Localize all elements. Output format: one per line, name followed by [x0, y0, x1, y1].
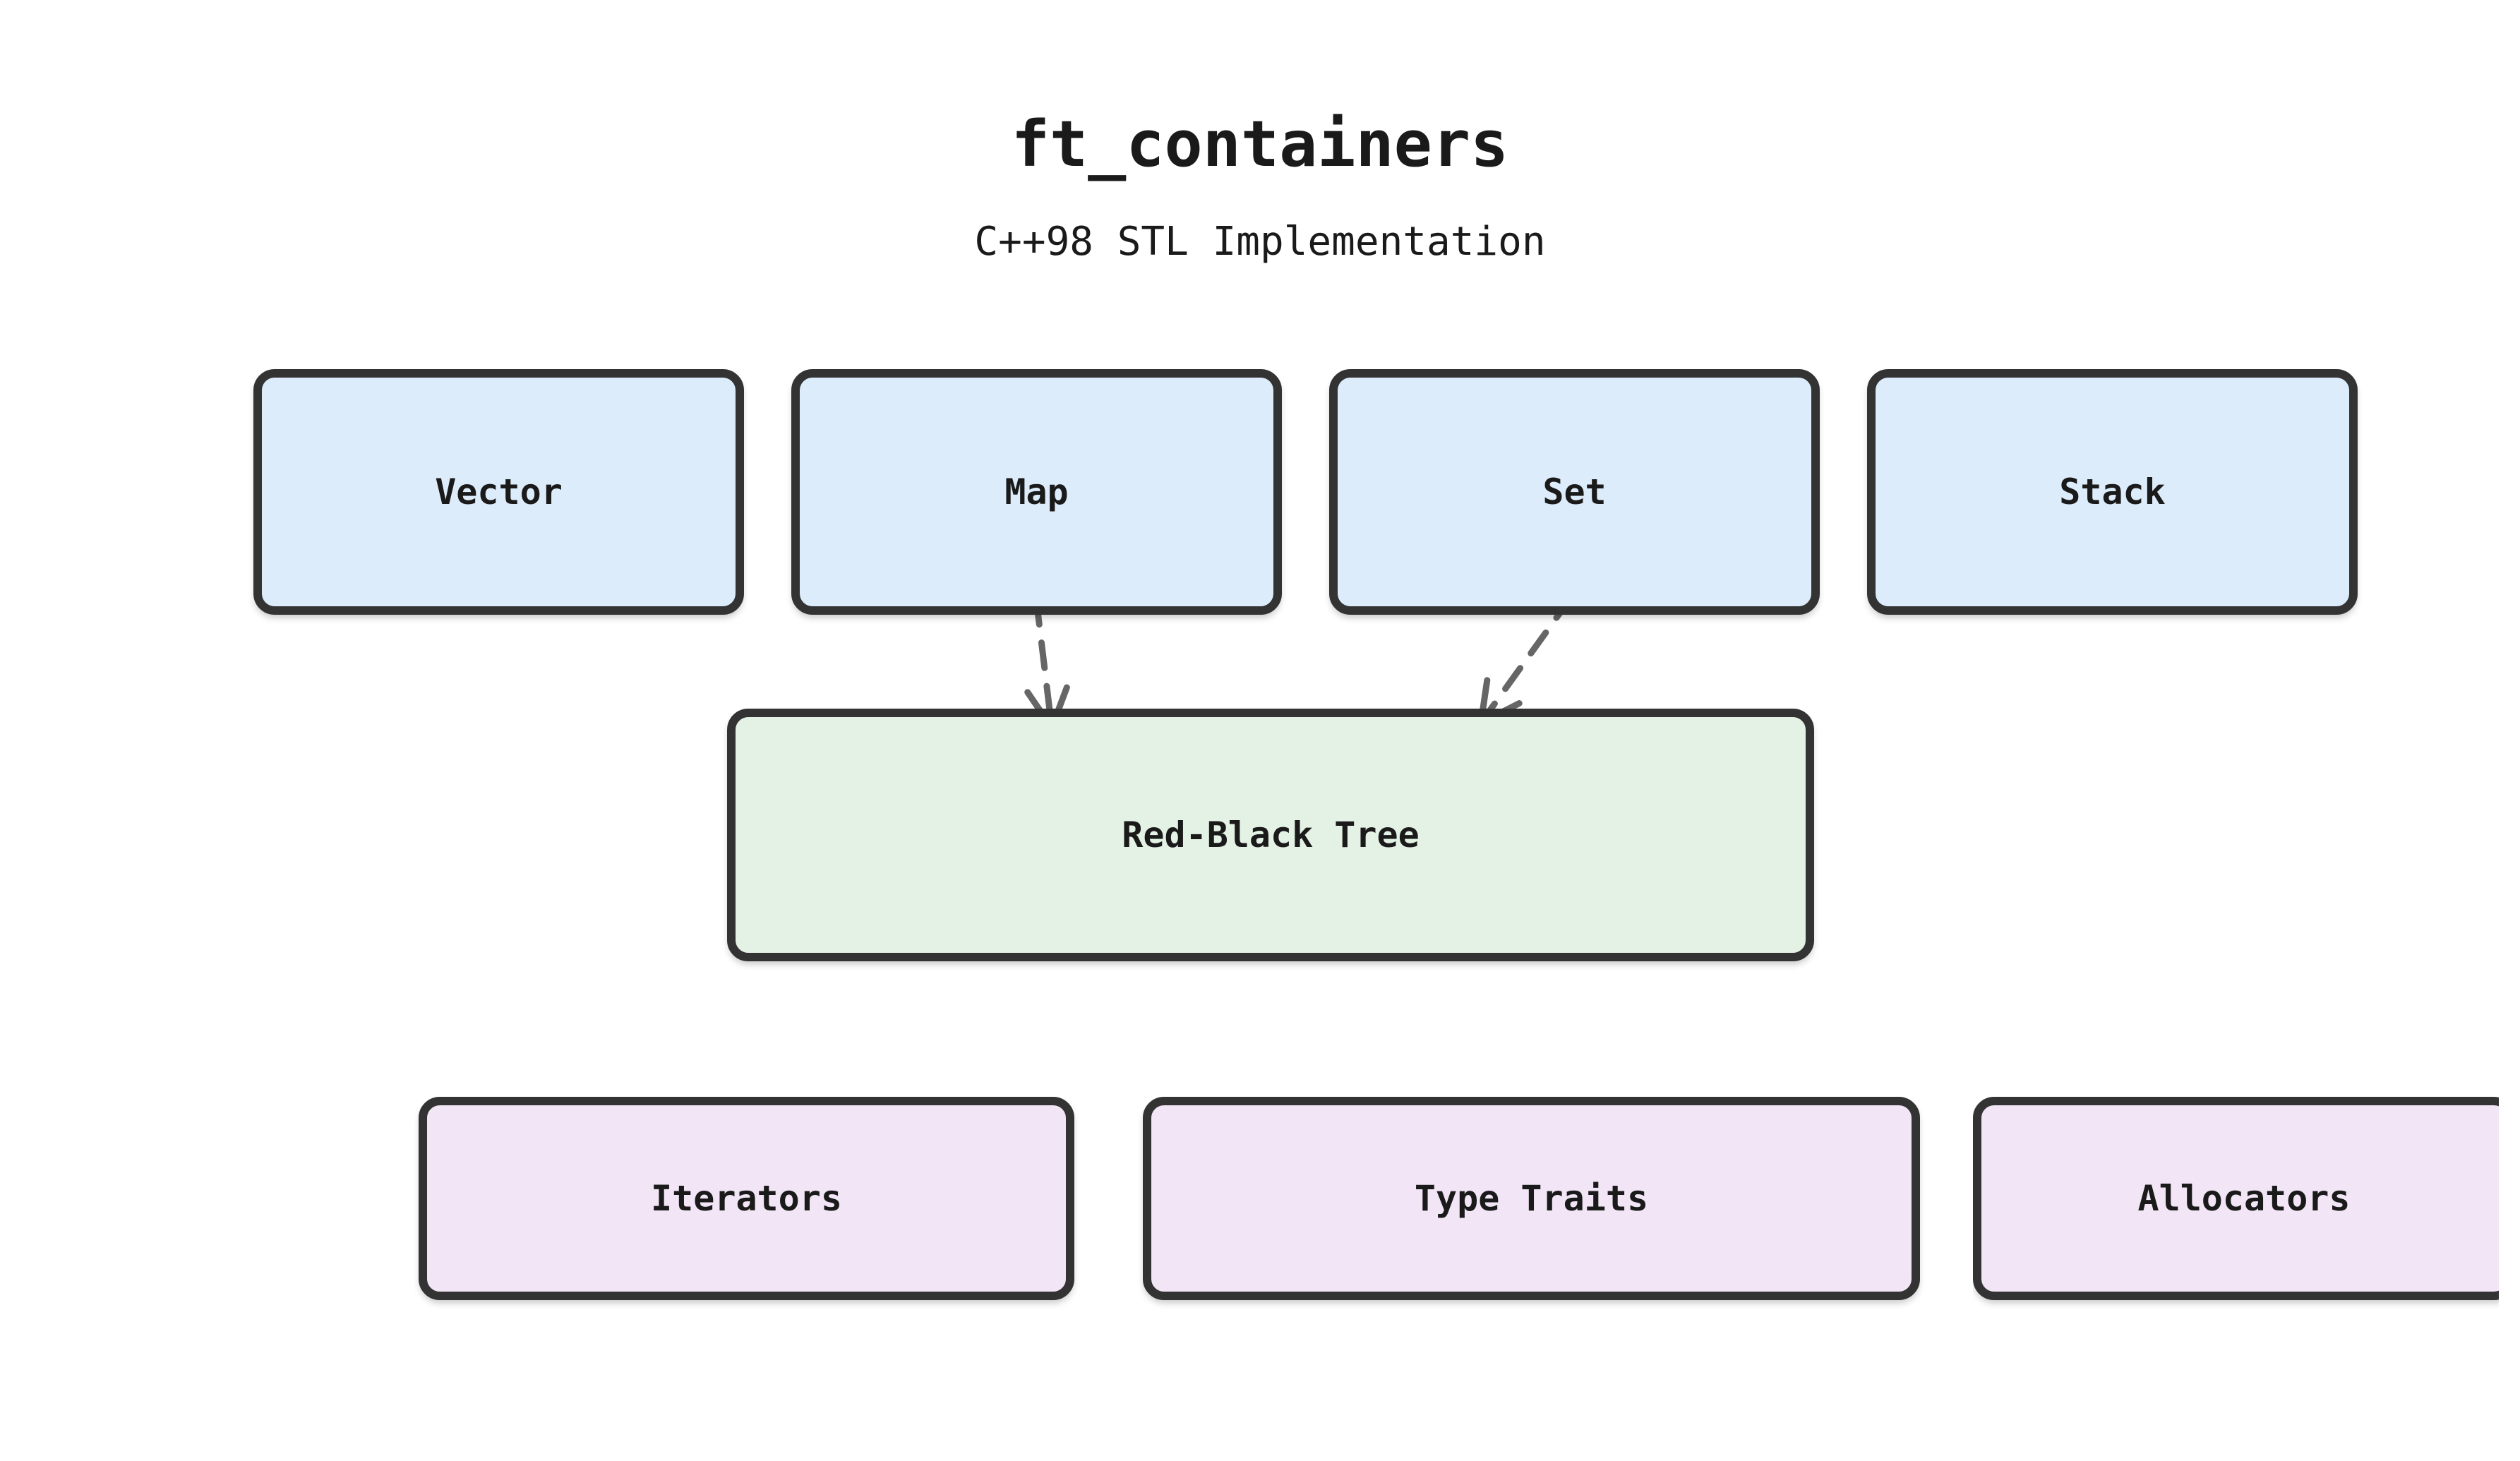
allocators-clip-region: Allocators: [1973, 1097, 2499, 1316]
node-iterators: Iterators: [419, 1097, 1074, 1300]
diagram-title: ft_containers: [1011, 107, 1509, 181]
node-map: Map: [791, 369, 1282, 615]
node-label: Stack: [2059, 471, 2166, 512]
diagram-subtitle: C++98 STL Implementation: [974, 219, 1546, 265]
node-red-black-tree: Red-Black Tree: [727, 709, 1814, 961]
node-label: Vector: [435, 471, 563, 512]
node-set: Set: [1329, 369, 1820, 615]
node-label: Red-Black Tree: [1122, 814, 1420, 855]
node-label: Map: [1004, 471, 1069, 512]
node-label: Type Traits: [1414, 1178, 1649, 1219]
node-allocators: Allocators: [1973, 1097, 2499, 1300]
node-stack: Stack: [1867, 369, 2358, 615]
node-label: Iterators: [651, 1178, 842, 1219]
node-vector: Vector: [253, 369, 744, 615]
node-label: Set: [1542, 471, 1607, 512]
node-label: Allocators: [2137, 1178, 2351, 1219]
node-type-traits: Type Traits: [1143, 1097, 1920, 1300]
edge-set-to-tree: [1477, 594, 1575, 726]
